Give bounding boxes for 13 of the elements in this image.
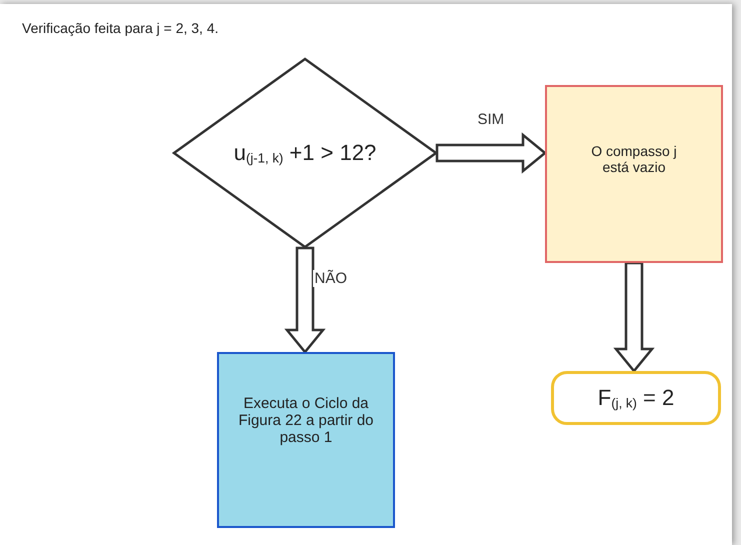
block-arrow [613, 262, 655, 373]
node-text: O compasso j está vazio [590, 143, 678, 175]
block-arrow [436, 132, 547, 174]
process-box [217, 352, 395, 528]
diagram-title: Verificação feita para j = 2, 3, 4. [22, 20, 219, 36]
decision-diamond [173, 58, 437, 248]
block-arrow [284, 246, 326, 354]
node-text: F$_{(j, k)}$ = 2 [598, 385, 674, 411]
node-text: u$_{(j-1, k)}$ +1 > 12? [234, 140, 376, 166]
process-box [545, 85, 723, 263]
result-box [551, 371, 721, 425]
edge-label: NÃO [312, 270, 350, 286]
node-text: Executa o Ciclo da Figura 22 a partir do passo 1 [237, 394, 375, 446]
